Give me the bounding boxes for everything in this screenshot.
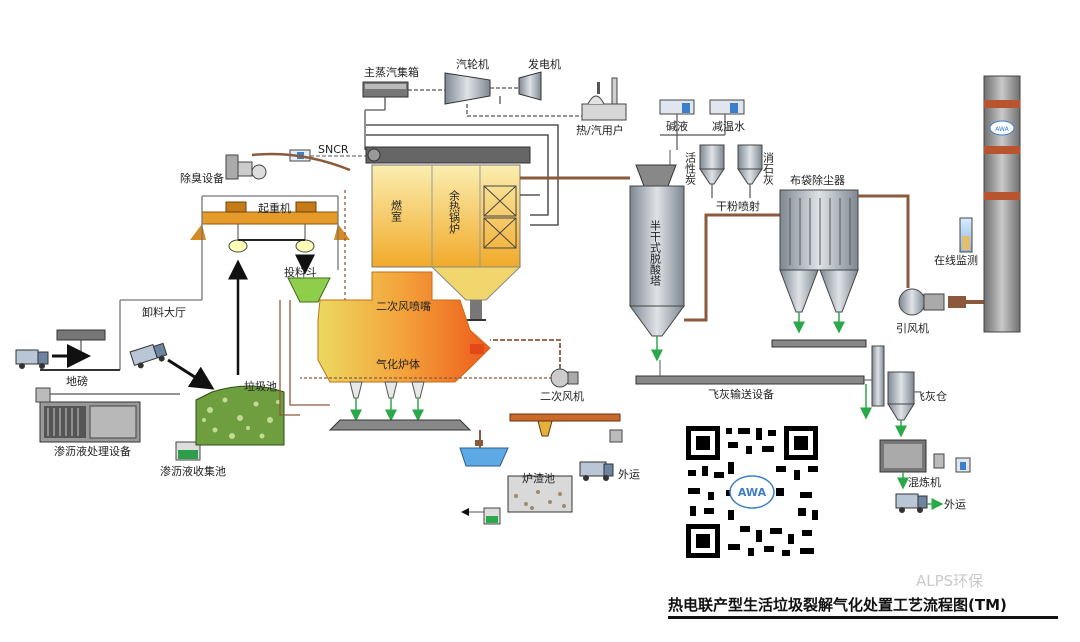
slaked-lime-silo <box>737 144 763 185</box>
diagram-title: 热电联产型生活垃圾裂解气化处置工艺流程图(TM) <box>668 596 1007 614</box>
label-dry-powder: 干粉喷射 <box>716 199 760 213</box>
dry-powder-lines <box>711 184 751 198</box>
main-steam-header <box>362 81 409 98</box>
label-deodorizer: 除臭设备 <box>180 171 224 185</box>
label-leachate-treatment: 渗沥液处理设备 <box>54 444 131 458</box>
feed-hopper <box>287 277 331 303</box>
slag-truck <box>579 461 614 481</box>
label-online-monitor: 在线监测 <box>934 253 978 267</box>
activated-carbon-silo <box>699 144 725 185</box>
fly-ash-silo-vessel <box>871 345 915 438</box>
stack-logo-text: AWA <box>995 126 1009 133</box>
online-monitor-unit <box>959 217 973 253</box>
slag-pool <box>461 475 573 525</box>
label-feed-hopper: 投料斗 <box>284 265 317 279</box>
chimney-stack: AWA <box>983 75 1021 333</box>
leachate-treatment-unit <box>35 387 180 443</box>
label-fly-ash-silo: 飞灰仓 <box>914 389 947 403</box>
waste-pit <box>195 385 285 446</box>
label-baghouse: 布袋除尘器 <box>790 173 845 187</box>
label-main-steam-header: 主蒸汽集箱 <box>364 65 419 79</box>
label-mixer: 混炼机 <box>908 475 941 489</box>
ash-truck <box>895 493 944 513</box>
label-waste-pit: 垃圾池 <box>244 379 277 393</box>
steam-turbine <box>444 72 491 105</box>
truck-left <box>15 349 49 369</box>
steam-pipes <box>364 87 584 150</box>
alkali-tank <box>659 99 695 150</box>
furnace-pipes <box>279 190 346 416</box>
cooling-water-tank <box>660 99 745 136</box>
label-activated-carbon: 活性炭 <box>684 152 697 186</box>
label-slag-pool: 炉渣池 <box>522 471 555 485</box>
title-underline <box>668 616 1058 619</box>
building-frame <box>119 195 339 370</box>
generator <box>518 71 542 101</box>
tower-to-baghouse-duct <box>684 213 780 322</box>
fly-ash-conveyor <box>635 360 872 420</box>
slag-quench <box>459 430 509 467</box>
label-transport-out-1: 外运 <box>618 468 640 481</box>
boiler-block <box>365 146 531 321</box>
label-transport-out-2: 外运 <box>944 498 966 511</box>
label-alkali: 碱液 <box>666 119 688 133</box>
label-secondary-fan: 二次风机 <box>540 389 584 403</box>
truck-right <box>129 342 168 369</box>
label-sncr: SNCR <box>318 143 349 156</box>
label-leachate-pit: 渗沥液收集池 <box>160 464 226 478</box>
label-deacid-tower: 半干式脱酸塔 <box>649 219 662 287</box>
label-heat-user: 热/汽用户 <box>576 123 624 137</box>
mixer-machine <box>879 439 971 490</box>
boiler-water-loops <box>366 124 559 226</box>
heat-user-building <box>581 77 627 121</box>
induced-draft-fan <box>898 288 984 316</box>
label-secondary-air-nozzle: 二次风喷嘴 <box>376 299 431 313</box>
label-waste-heat-boiler: 余热锅炉 <box>448 189 461 235</box>
semi-dry-deacid-tower <box>629 150 685 362</box>
crane-arrows <box>228 254 315 375</box>
label-generator: 发电机 <box>528 57 561 71</box>
label-induced-fan: 引风机 <box>896 321 929 335</box>
labels: 主蒸汽集箱 汽轮机 发电机 热/汽用户 碱液 减温水 SNCR 除臭设备 起重机… <box>54 57 978 511</box>
label-fly-ash-conveyor: 飞灰输送设备 <box>708 387 774 401</box>
label-gasifier: 气化炉体 <box>376 357 420 371</box>
label-slaked-lime: 消石灰 <box>762 151 775 185</box>
qr-logo-text: AWA <box>738 486 767 499</box>
watermark-text: ALPS环保 <box>916 572 983 590</box>
label-crane: 起重机 <box>258 201 291 215</box>
weighbridge-scale <box>40 329 215 390</box>
deodorizer-unit <box>225 152 351 180</box>
label-unloading-hall: 卸料大厅 <box>142 305 186 319</box>
label-weighbridge: 地磅 <box>66 374 88 388</box>
label-cooling-water: 减温水 <box>712 120 745 133</box>
leachate-pit-tank <box>175 441 201 461</box>
secondary-air-fan <box>300 339 579 388</box>
gasifier-furnace <box>317 271 491 431</box>
qr-code: AWA <box>682 422 822 562</box>
baghouse-filter <box>771 189 867 348</box>
baghouse-to-fan-duct <box>858 194 910 288</box>
slag-conveyor <box>475 413 623 446</box>
label-combustion-chamber: 燃室 <box>390 199 403 222</box>
label-steam-turbine: 汽轮机 <box>456 57 489 71</box>
